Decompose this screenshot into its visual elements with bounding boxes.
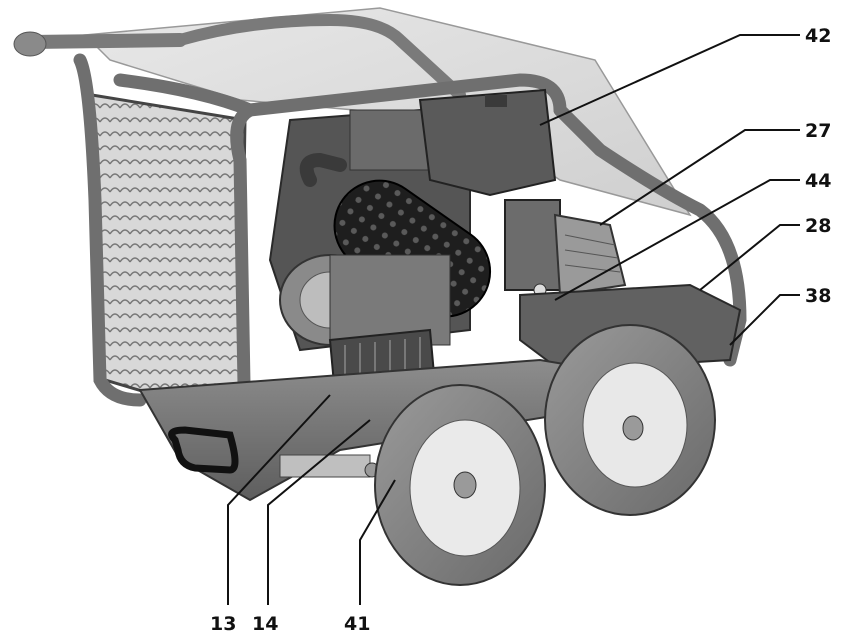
handle-bar <box>13 13 466 101</box>
leader-14 <box>267 419 371 605</box>
callout-44: 44 <box>805 170 831 192</box>
leader-13 <box>227 394 331 605</box>
callout-14: 14 <box>252 613 278 635</box>
hose-connector <box>279 454 380 478</box>
leader-28 <box>699 224 800 291</box>
callout-27: 27 <box>805 120 831 142</box>
pump-assembly <box>504 199 627 297</box>
tank <box>418 88 557 197</box>
callout-42: 42 <box>805 25 831 47</box>
rear-wheel <box>544 324 716 516</box>
callout-labels: 42 27 44 28 38 13 14 41 <box>210 25 831 635</box>
callout-38: 38 <box>805 285 831 307</box>
leader-42 <box>539 34 800 126</box>
radiator <box>90 93 247 422</box>
leader-44 <box>554 179 800 301</box>
frame-tubes <box>73 53 747 447</box>
callout-28: 28 <box>805 215 831 237</box>
leader-27 <box>599 129 800 226</box>
leader-38 <box>729 294 800 346</box>
leader-41 <box>359 479 396 605</box>
leader-lines <box>227 34 800 605</box>
callout-13: 13 <box>210 613 236 635</box>
foot-handle <box>168 426 239 474</box>
front-wheel <box>374 384 546 586</box>
callout-41: 41 <box>344 613 370 635</box>
